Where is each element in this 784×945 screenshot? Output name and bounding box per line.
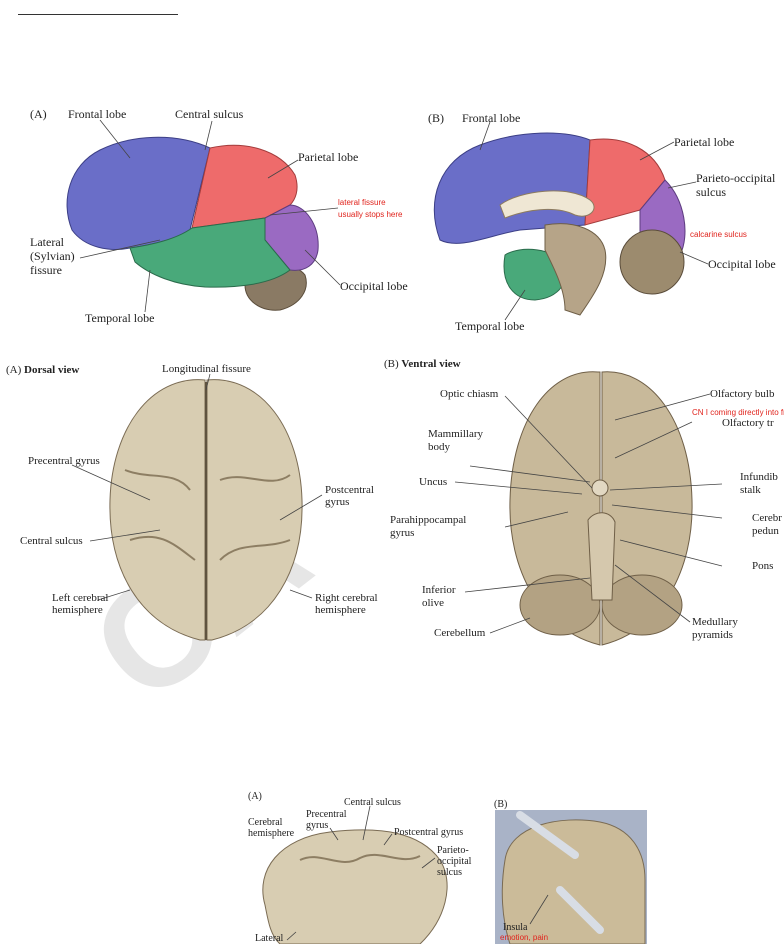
fig3a-precentral-label-2: gyrus [306, 820, 329, 831]
fig3b-insula-label: Insula [503, 922, 528, 933]
fig1b-panel-label: (B) [428, 111, 444, 125]
fig2b-mammillary-label-1: Mammillary [428, 428, 483, 440]
fig3a-parieto-occipital-label-2: occipital [437, 856, 472, 867]
fig3a-central-sulcus-label: Central sulcus [344, 797, 401, 808]
fig1b-medial-brain [433, 132, 686, 316]
fig3a-hemisphere-label-2: hemisphere [248, 828, 295, 839]
fig1b-parieto-occipital-label-2: sulcus [696, 185, 726, 199]
fig2a-left-hemisphere-label-2: hemisphere [52, 604, 103, 616]
fig2a-precentral-gyrus-label: Precentral gyrus [28, 455, 100, 467]
fig2b-infundibular-label-1: Infundib [740, 471, 778, 483]
fig1a-occipital-lobe-label: Occipital lobe [340, 279, 408, 293]
header-underline [18, 14, 178, 15]
fig2b-panel-label: (B) Ventral view [384, 358, 461, 371]
fig1b-calcarine-sulcus-note: calcarine sulcus [690, 230, 747, 239]
fig2b-inferior-olive-label-2: olive [422, 597, 444, 609]
fig2a-postcentral-label-2: gyrus [325, 496, 350, 508]
fig2a-panel-label: (A) Dorsal view [6, 364, 79, 377]
fig3a-postcentral-label: Postcentral gyrus [394, 827, 464, 838]
fig1a-lateral-fissure-note-2: usually stops here [338, 210, 403, 219]
fig2b-peduncle-label-1: Cerebr [752, 512, 782, 524]
fig3a-lateral-label: Lateral [255, 933, 284, 944]
fig2b-infundibular-label-2: stalk [740, 484, 761, 496]
fig2b-olfactory-tract-label: Olfactory tr [722, 417, 774, 429]
fig2a-left-hemisphere-label-1: Left cerebral [52, 592, 109, 604]
fig3a-hemisphere-label-1: Cerebral [248, 817, 283, 828]
fig3a-precentral-label-1: Precentral [306, 809, 347, 820]
fig2a-longitudinal-fissure-label: Longitudinal fissure [162, 363, 251, 375]
fig2b-mammillary-label-2: body [428, 441, 450, 453]
fig1b-temporal-lobe-label: Temporal lobe [455, 319, 525, 333]
fig2b-medullary-label-2: pyramids [692, 629, 733, 641]
fig2b-pons-label: Pons [752, 560, 774, 572]
fig3a-parieto-occipital-label-1: Parieto- [437, 845, 469, 856]
fig1b-brainstem [544, 223, 607, 316]
fig2a-right-hemisphere-label-2: hemisphere [315, 604, 366, 616]
fig2a-dorsal-brain [109, 379, 303, 641]
fig1b-cerebellum [619, 229, 685, 295]
fig2a-postcentral-label-1: Postcentral [325, 484, 374, 496]
fig1a-panel-label: (A) [30, 107, 47, 121]
fig3a-lateral-brain [262, 829, 448, 944]
fig1a-lateral-label-3: fissure [30, 263, 62, 277]
fig1b-parieto-occipital-label-1: Parieto-occipital [696, 171, 776, 185]
fig1b-parietal-lobe-label: Parietal lobe [674, 135, 735, 149]
fig1a-parietal-lobe [191, 144, 298, 229]
fig2b-cn1-note: CN I coming directly into front [692, 408, 784, 417]
fig3b-panel-label: (B) [494, 799, 508, 810]
fig1a-lateral-brain [66, 136, 319, 311]
fig2b-optic-chiasm-label: Optic chiasm [440, 388, 499, 400]
fig2b-inferior-olive-label-1: Inferior [422, 584, 456, 596]
fig2a-view-title: Dorsal view [24, 364, 80, 376]
fig1a-lateral-label-2: (Sylvian) [30, 249, 75, 263]
fig1a-lateral-fissure-note-1: lateral fissure [338, 198, 386, 207]
fig1b-frontal-lobe-label: Frontal lobe [462, 111, 521, 125]
fig1b-occipital-lobe-label: Occipital lobe [708, 257, 776, 271]
fig2b-cerebellum-label: Cerebellum [434, 627, 486, 639]
fig2b-ventral-brain [509, 371, 693, 646]
fig2b-peduncle-label-2: pedun [752, 525, 779, 537]
fig2b-medullary-label-1: Medullary [692, 616, 738, 628]
fig2a-panel: (A) [6, 364, 22, 376]
leader-lines [71, 119, 723, 941]
fig1a-temporal-lobe-label: Temporal lobe [85, 311, 155, 325]
fig2b-olfactory-bulb-label: Olfactory bulb [710, 388, 775, 400]
fig1b-corpus-callosum [499, 190, 595, 219]
fig2b-panel: (B) [384, 358, 399, 370]
fig1a-lateral-label-1: Lateral [30, 235, 64, 249]
fig1a-frontal-lobe [66, 136, 211, 250]
fig2a-central-sulcus-label: Central sulcus [20, 535, 83, 547]
fig3a-parieto-occipital-label-3: sulcus [437, 867, 462, 878]
fig1a-frontal-lobe-label: Frontal lobe [68, 107, 127, 121]
fig2a-right-hemisphere-label-1: Right cerebral [315, 592, 378, 604]
fig1a-parietal-lobe-label: Parietal lobe [298, 150, 359, 164]
fig2b-parahippocampal-label-1: Parahippocampal [390, 514, 467, 526]
fig3b-insula-note: emotion, pain [500, 933, 549, 942]
fig2b-parahippocampal-label-2: gyrus [390, 527, 415, 539]
fig1b-frontal-lobe [433, 132, 591, 244]
fig1a-temporal-lobe [129, 217, 291, 288]
fig2b-view-title: Ventral view [401, 358, 461, 370]
fig1a-central-sulcus-label: Central sulcus [175, 107, 244, 121]
fig3a-panel-label: (A) [248, 791, 262, 802]
fig2b-uncus-label: Uncus [419, 476, 448, 488]
fig3b-insula-panel [495, 810, 647, 944]
